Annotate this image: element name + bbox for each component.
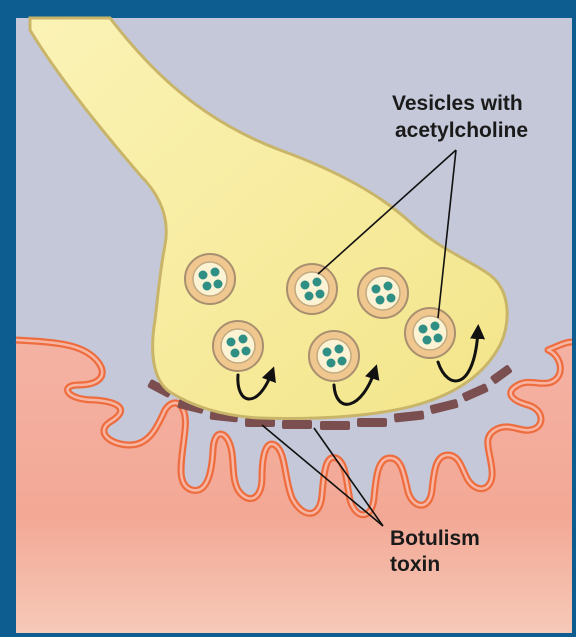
vesicles-label-line2: acetylcholine	[395, 119, 528, 142]
vesicle	[405, 308, 455, 358]
vesicle	[185, 254, 235, 304]
toxin-label-line1: Botulism	[390, 527, 480, 550]
vesicles-label-line1: Vesicles with	[392, 92, 523, 115]
vesicle	[213, 321, 263, 371]
toxin-block	[357, 418, 387, 427]
toxin-block	[282, 420, 312, 429]
toxin-block	[320, 421, 350, 430]
vesicle	[287, 264, 337, 314]
vesicle	[309, 331, 359, 381]
vesicle	[358, 268, 408, 318]
toxin-label-line2: toxin	[390, 553, 440, 576]
